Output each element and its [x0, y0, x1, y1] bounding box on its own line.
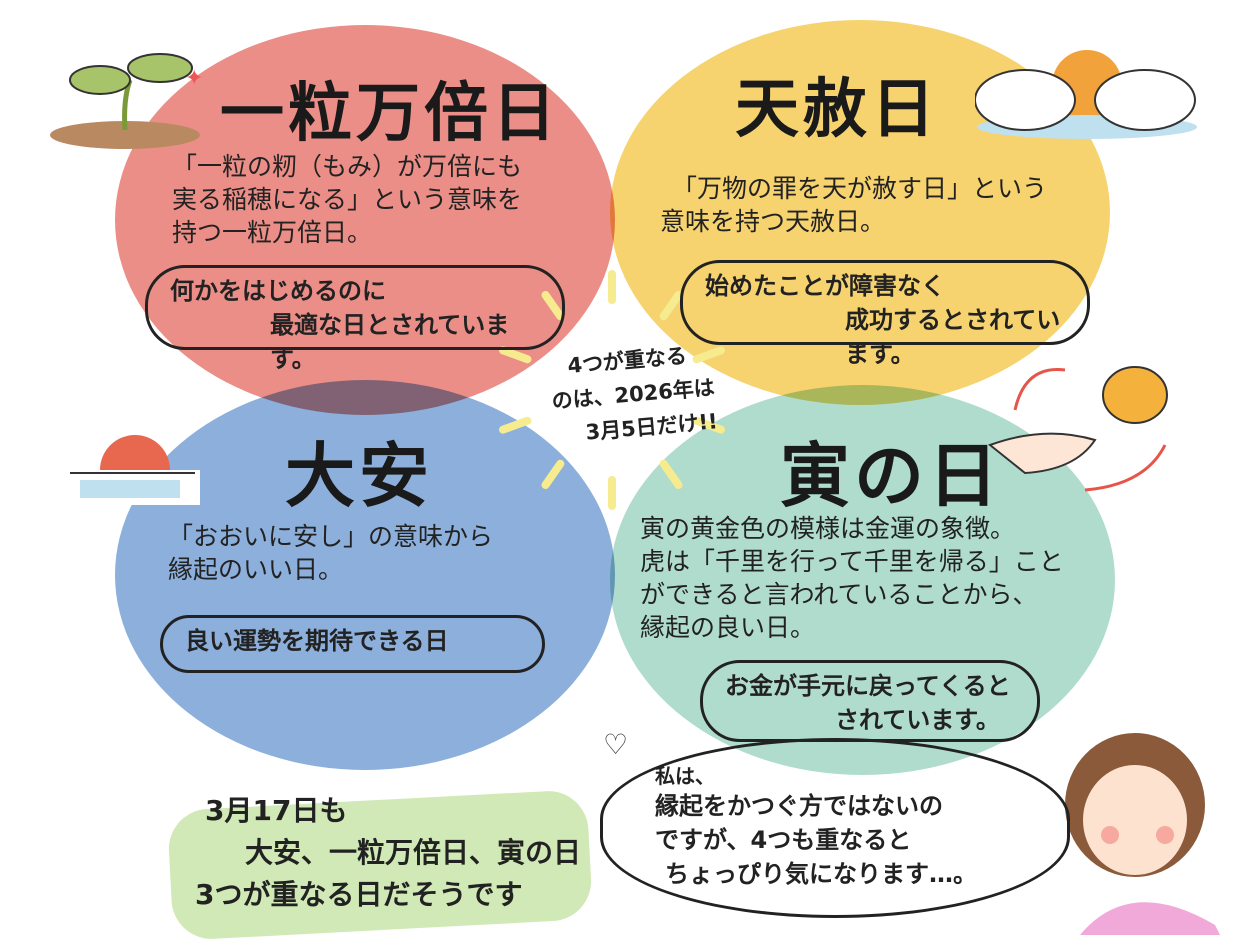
text-line: 「おおいに安し」の意味から: [168, 522, 494, 551]
speech-line: ですが、4つも重なると: [655, 826, 912, 854]
clouds-sun-illustration: [974, 15, 1200, 140]
heart-icon: ♡: [603, 728, 629, 761]
note-line: 3つが重なる日だそうです: [195, 878, 523, 911]
speech-bubble: 私は、 縁起をかつぐ方ではないの ですが、4つも重なると ちょっぴり気になります…: [600, 738, 1070, 918]
note-line: 始めたことが障害なく: [705, 272, 945, 300]
march17-note: 3月17日も 大安、一粒万倍日、寅の日 3つが重なる日だそうです: [195, 790, 581, 916]
text-line: 「万物の罪を天が赦す日」という: [672, 174, 1048, 203]
note-line: 大安、一粒万倍日、寅の日: [245, 836, 582, 869]
ichiryu-description: 「一粒の籾（もみ）が万倍にも 実る稲穂になる」という意味を 持つ一粒万倍日。: [172, 150, 522, 249]
tensha-note: 始めたことが障害なく 成功するとされています。: [680, 260, 1090, 368]
text-line: 持つ一粒万倍日。: [172, 218, 373, 247]
sprout-illustration: ✦: [45, 40, 205, 150]
svg-text:✦: ✦: [185, 66, 203, 91]
speech-line: 縁起をかつぐ方ではないの: [655, 792, 943, 820]
note-line: 良い運勢を期待できる日: [185, 627, 449, 655]
text-line: 縁起の良い日。: [640, 613, 816, 642]
tensha-description: 「万物の罪を天が赦す日」という 意味を持つ天赦日。: [660, 172, 1047, 238]
note-line: 最適な日とされています。: [270, 311, 510, 373]
speech-line: ちょっぴり気になります…。: [665, 860, 977, 888]
text-line: 実る稲穂になる」という意味を: [172, 185, 523, 214]
speech-line: 私は、: [655, 764, 715, 788]
text-line: 意味を持つ天赦日。: [660, 207, 886, 236]
note-line: 何かをはじめるのに: [170, 277, 386, 305]
ichiryu-note: 何かをはじめるのに 最適な日とされています。: [145, 265, 565, 373]
tora-note: お金が手元に戻ってくると されています。: [700, 660, 1040, 742]
ichiryu-circle: [115, 25, 615, 415]
woman-avatar-illustration: [1040, 725, 1220, 935]
text-line: 虎は「千里を行って千里を帰る」こと: [640, 547, 1064, 576]
text-line: 寅の黄金色の模様は金運の象徴。: [640, 514, 1016, 543]
taian-circle: [115, 380, 615, 770]
text-line: ができると言われていることから、: [640, 580, 1038, 609]
ichiryu-title: 一粒万倍日: [220, 77, 560, 151]
taian-title: 大安: [285, 435, 433, 517]
taian-note: 良い運勢を期待できる日: [160, 615, 545, 673]
tora-title: 寅の日: [780, 435, 1002, 517]
note-line: 3月17日も: [205, 794, 348, 827]
tora-description: 寅の黄金色の模様は金運の象徴。 虎は「千里を行って千里を帰る」こと ができると言…: [640, 512, 1064, 644]
note-line: 成功するとされています。: [845, 306, 1061, 368]
sunset-sea-illustration: [70, 425, 200, 505]
text-line: 縁起のいい日。: [168, 555, 344, 584]
tensha-title: 天赦日: [735, 73, 939, 147]
note-line: されています。: [835, 706, 1000, 734]
taian-description: 「おおいに安し」の意味から 縁起のいい日。: [168, 520, 493, 586]
center-note: 4つが重なる のは、2026年は 3月5日だけ!!: [511, 336, 719, 455]
tiger-hand-illustration: [985, 355, 1200, 500]
text-line: 「一粒の籾（もみ）が万倍にも: [172, 152, 523, 181]
note-line: お金が手元に戻ってくると: [725, 672, 1011, 700]
